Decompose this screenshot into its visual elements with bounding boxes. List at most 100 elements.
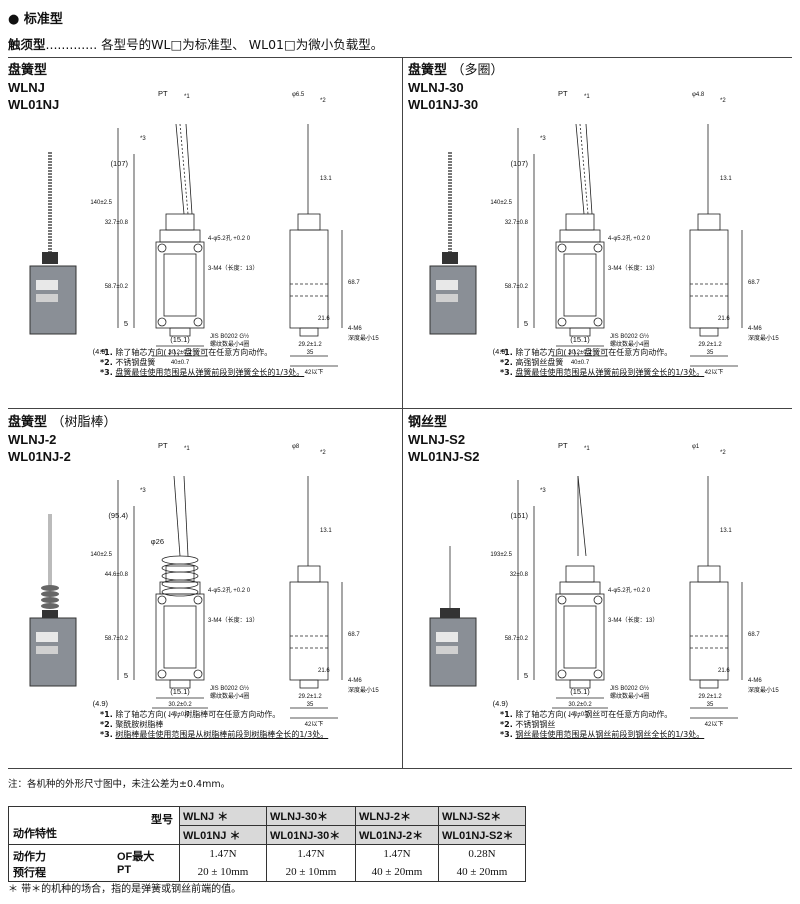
- panel-model-1: WLNJ-S2: [408, 432, 466, 447]
- dim-actuator-length: (107): [110, 159, 128, 168]
- row2-label: 预行程: [13, 867, 46, 879]
- dim-side-screws: 4-M6: [348, 326, 362, 332]
- dim-side-screw-depth: 深度最小15: [748, 334, 779, 342]
- dim-actuator-length: (107): [510, 159, 528, 168]
- dim-spring-diameter: φ26: [151, 537, 164, 546]
- pt-label: PT: [158, 89, 168, 98]
- note-text: 聚酰胺树脂棒: [115, 720, 164, 729]
- dim-terminal-screws: 3-M4（长度：13）: [208, 264, 258, 272]
- dim-total-length: 140±2.5: [490, 200, 512, 206]
- dim-actuator-diameter: φ1: [692, 444, 700, 450]
- note-mark-3: *3: [140, 136, 146, 142]
- dim-side-width: 35: [307, 350, 314, 356]
- dimension-drawing: PT*1*3193±2.5(161)32±0.858.7±0.25(4.9)(1…: [429, 441, 779, 726]
- pt-label: PT: [158, 441, 168, 450]
- switch-product-illustration: [29, 152, 77, 335]
- dim-conduit-thread-turns: 螺纹数最小4圈: [210, 692, 249, 700]
- note-row: *1. 除了轴芯方向(⇃)，钢丝可在任意方向动作。: [500, 710, 704, 720]
- tolerance-note: 注：各机种的外形尺寸图中，未注公差为±0.4mm。: [8, 779, 231, 790]
- switch-product-illustration: [429, 546, 477, 687]
- dim-actuator-diameter: φ6.5: [292, 92, 305, 98]
- note-mark: *1.: [500, 348, 513, 357]
- of-2: 1.47N: [266, 844, 356, 863]
- of-1: 1.47N: [179, 844, 267, 863]
- pt-3: 40 ± 20mm: [355, 863, 439, 882]
- panel-model-2: WL01NJ-S2: [408, 449, 480, 464]
- lead-dots: .............: [45, 37, 98, 52]
- note-text: 不锈钢钢丝: [515, 720, 556, 729]
- panel-notes-3: *1. 除了轴芯方向(⇃)，树脂棒可在任意方向动作。*2. 聚酰胺树脂棒*3. …: [100, 710, 328, 740]
- panel-model-1: WLNJ-2: [8, 432, 57, 447]
- of-4: 0.28N: [438, 844, 526, 863]
- model-col-1b: WL01NJ ＊: [179, 825, 267, 845]
- pt-label: PT: [558, 441, 568, 450]
- dim-side-screw-depth: 深度最小15: [348, 686, 379, 694]
- note-row: *2. 高强钢丝盘簧: [500, 358, 704, 368]
- section-title: ● 标准型: [8, 12, 63, 27]
- dim-total-length: 140±2.5: [90, 552, 112, 558]
- dim-side-hole: 21.6: [718, 316, 730, 322]
- dim-head-offset: 13.1: [320, 528, 332, 534]
- note-row: *1. 除了轴芯方向(⇃)，盘簧可在任意方向动作。: [100, 348, 304, 358]
- note-mark-3: *3: [140, 488, 146, 494]
- note-text: 除了轴芯方向(⇃)，盘簧可在任意方向动作。: [515, 348, 673, 357]
- note-mark-1: *1: [184, 94, 190, 100]
- dim-side-hole: 21.6: [318, 316, 330, 322]
- model-col-4b: WL01NJ-S2＊: [438, 825, 526, 845]
- dim-hole-spacing: (15.1): [570, 335, 590, 344]
- dim-side-screws: 4-M6: [348, 678, 362, 684]
- dim-side-height: 68.7: [748, 632, 760, 638]
- dim-side-depth: 29.2±1.2: [698, 694, 722, 700]
- dim-conduit-thread: JIS B0202 G½: [610, 685, 649, 692]
- dimension-drawing: PT*1*3140±2.5(107)32.7±0.858.7±0.25(4.9)…: [29, 89, 379, 374]
- model-col-3a: WLNJ-2＊: [355, 806, 439, 826]
- dim-terminal-screws: 3-M4（长度：13）: [208, 616, 258, 624]
- divider-middle: [8, 408, 792, 409]
- dim-terminal-screws: 3-M4（长度：13）: [608, 616, 658, 624]
- of-3: 1.47N: [355, 844, 439, 863]
- dim-side-screw-depth: 深度最小15: [348, 334, 379, 342]
- panel-title: 盘簧型: [8, 63, 48, 78]
- note-row: *3. 盘簧最佳使用范围是从弹簧前段到弹簧全长的1/3处。: [500, 368, 704, 378]
- dim-side-max-width: 42以下: [705, 369, 724, 374]
- note-mark: *3.: [100, 730, 113, 739]
- dim-side-height: 68.7: [748, 280, 760, 286]
- dimension-drawing: PT*1*3140±2.5(107)32.7±0.858.7±0.25(4.9)…: [429, 89, 779, 374]
- switch-product-illustration: [429, 152, 477, 335]
- divider-top: [8, 57, 792, 58]
- note-mark: *1.: [500, 710, 513, 719]
- lead-line: 触须型............. 各型号的WL□为标准型、 WL01□为微小负载…: [8, 34, 383, 53]
- dim-body-width: 40±0.7: [571, 712, 590, 718]
- row1-label: 动作力: [13, 851, 46, 863]
- dim-actuator-length: (95.4): [108, 511, 128, 520]
- dim-side-width: 35: [307, 702, 314, 708]
- dim-mount-holes: 4-φ5.2孔 +0.2 0: [208, 234, 251, 242]
- dim-conduit-thread-turns: 螺纹数最小4圈: [210, 340, 249, 348]
- dim-conduit-thread: JIS B0202 G½: [210, 685, 249, 692]
- panel-title: 盘簧型 （树脂棒）: [8, 415, 117, 430]
- note-text: 盘簧最佳使用范围是从弹簧前段到弹簧全长的1/3处。: [115, 368, 305, 377]
- lead-text: 各型号的WL□为标准型、 WL01□为微小负载型。: [97, 37, 384, 52]
- model-col-1a: WLNJ ＊: [179, 806, 267, 826]
- note-mark-2: *2: [720, 98, 726, 104]
- panel-notes-1: *1. 除了轴芯方向(⇃)，盘簧可在任意方向动作。*2. 不锈钢盘簧*3. 盘簧…: [100, 348, 304, 378]
- note-row: *3. 盘簧最佳使用范围是从弹簧前段到弹簧全长的1/3处。: [100, 368, 304, 378]
- dim-mount-width: 30.2±0.2: [168, 702, 192, 708]
- dim-conduit-thread: JIS B0202 G½: [210, 333, 249, 340]
- note-text: 盘簧最佳使用范围是从弹簧前段到弹簧全长的1/3处。: [515, 368, 705, 377]
- model-col-2a: WLNJ-30＊: [266, 806, 356, 826]
- note-mark-1: *1: [584, 94, 590, 100]
- model-col-4a: WLNJ-S2＊: [438, 806, 526, 826]
- dim-head-offset: 13.1: [720, 176, 732, 182]
- note-mark: *2.: [500, 358, 513, 367]
- dim-base: 5: [524, 319, 528, 328]
- switch-product-illustration: [29, 514, 77, 687]
- dim-head-offset: 13.1: [320, 176, 332, 182]
- note-text: 高强钢丝盘簧: [515, 358, 564, 367]
- note-mark: *2.: [500, 720, 513, 729]
- row2-unit: PT: [117, 864, 132, 876]
- dim-side-screws: 4-M6: [748, 326, 762, 332]
